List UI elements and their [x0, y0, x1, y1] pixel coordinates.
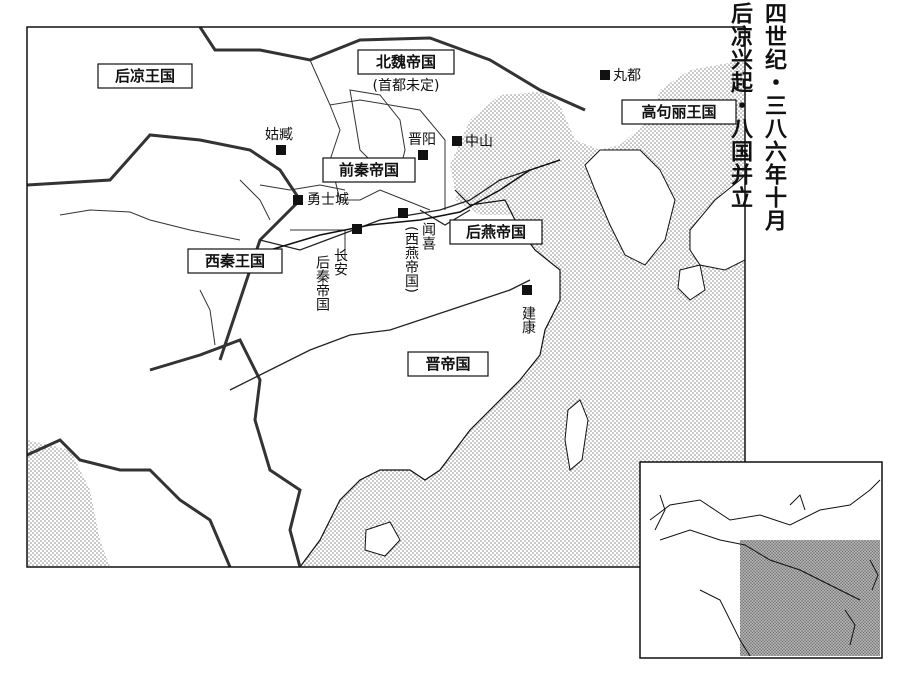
state-label-western-qin: 西秦王国 [187, 248, 283, 274]
sea-bohai [455, 150, 555, 215]
city-zhongshan: 中山 [452, 134, 493, 150]
city-jinyang: 晋阳 [408, 132, 436, 160]
city-yongshicheng: 勇士城 [293, 192, 349, 208]
state-label-northern-wei: 北魏帝国 (首都未定) [357, 49, 455, 94]
great-wall-line [269, 159, 561, 251]
state-borders [27, 27, 586, 567]
svg-text:高句丽王国: 高句丽王国 [641, 103, 716, 121]
svg-text:丸都: 丸都 [613, 68, 641, 84]
svg-text:前秦帝国: 前秦帝国 [339, 161, 399, 179]
svg-text:后凉王国: 后凉王国 [115, 67, 175, 85]
svg-text:勇士城: 勇士城 [307, 192, 349, 208]
svg-text:中山: 中山 [465, 134, 493, 150]
state-label-former-qin: 前秦帝国 [322, 157, 416, 183]
state-label-goguryeo: 高句丽王国 [621, 99, 737, 125]
city-wenxi: 闻喜 (西燕帝国) [398, 208, 436, 293]
inset-locator-map [639, 461, 883, 659]
map-title-vertical: 四世纪・三八六年十月 后凉兴起・八国并立 [727, 2, 791, 232]
svg-text:姑臧: 姑臧 [265, 126, 293, 143]
map-border [26, 26, 746, 568]
svg-text:晋帝国: 晋帝国 [425, 355, 470, 373]
svg-text:(首都未定): (首都未定) [373, 78, 440, 94]
state-label-later-yan: 后燕帝国 [449, 219, 543, 245]
city-wandu: 丸都 [600, 68, 641, 84]
svg-text:建康: 建康 [520, 306, 536, 334]
svg-text:闻喜: 闻喜 [420, 222, 436, 251]
rivers [229, 169, 531, 391]
taiwan-island [564, 399, 589, 471]
svg-text:(西燕帝国): (西燕帝国) [403, 226, 419, 293]
svg-text:北魏帝国: 北魏帝国 [376, 53, 436, 71]
japan-islands [689, 174, 745, 271]
korea-peninsula [584, 149, 676, 266]
map-title-line-2: 后凉兴起・八国并立 [727, 2, 753, 209]
city-changan: 长安 后秦帝国 [314, 224, 362, 311]
sea-southwest [27, 440, 110, 567]
map-title-line-1: 四世纪・三八六年十月 [761, 2, 787, 232]
inset-highlight-area [740, 540, 880, 656]
city-jiankang: 建康 [520, 285, 536, 334]
state-label-jin: 晋帝国 [407, 351, 489, 377]
state-label-later-liang: 后凉王国 [97, 63, 193, 89]
kyushu-island [677, 264, 706, 301]
svg-text:长安: 长安 [332, 248, 348, 276]
hainan-island [364, 521, 401, 557]
svg-text:后燕帝国: 后燕帝国 [466, 223, 526, 241]
svg-text:西秦王国: 西秦王国 [205, 252, 265, 270]
svg-text:后秦帝国: 后秦帝国 [314, 255, 330, 311]
svg-text:晋阳: 晋阳 [408, 132, 436, 148]
city-gucang: 姑臧 [265, 126, 293, 155]
